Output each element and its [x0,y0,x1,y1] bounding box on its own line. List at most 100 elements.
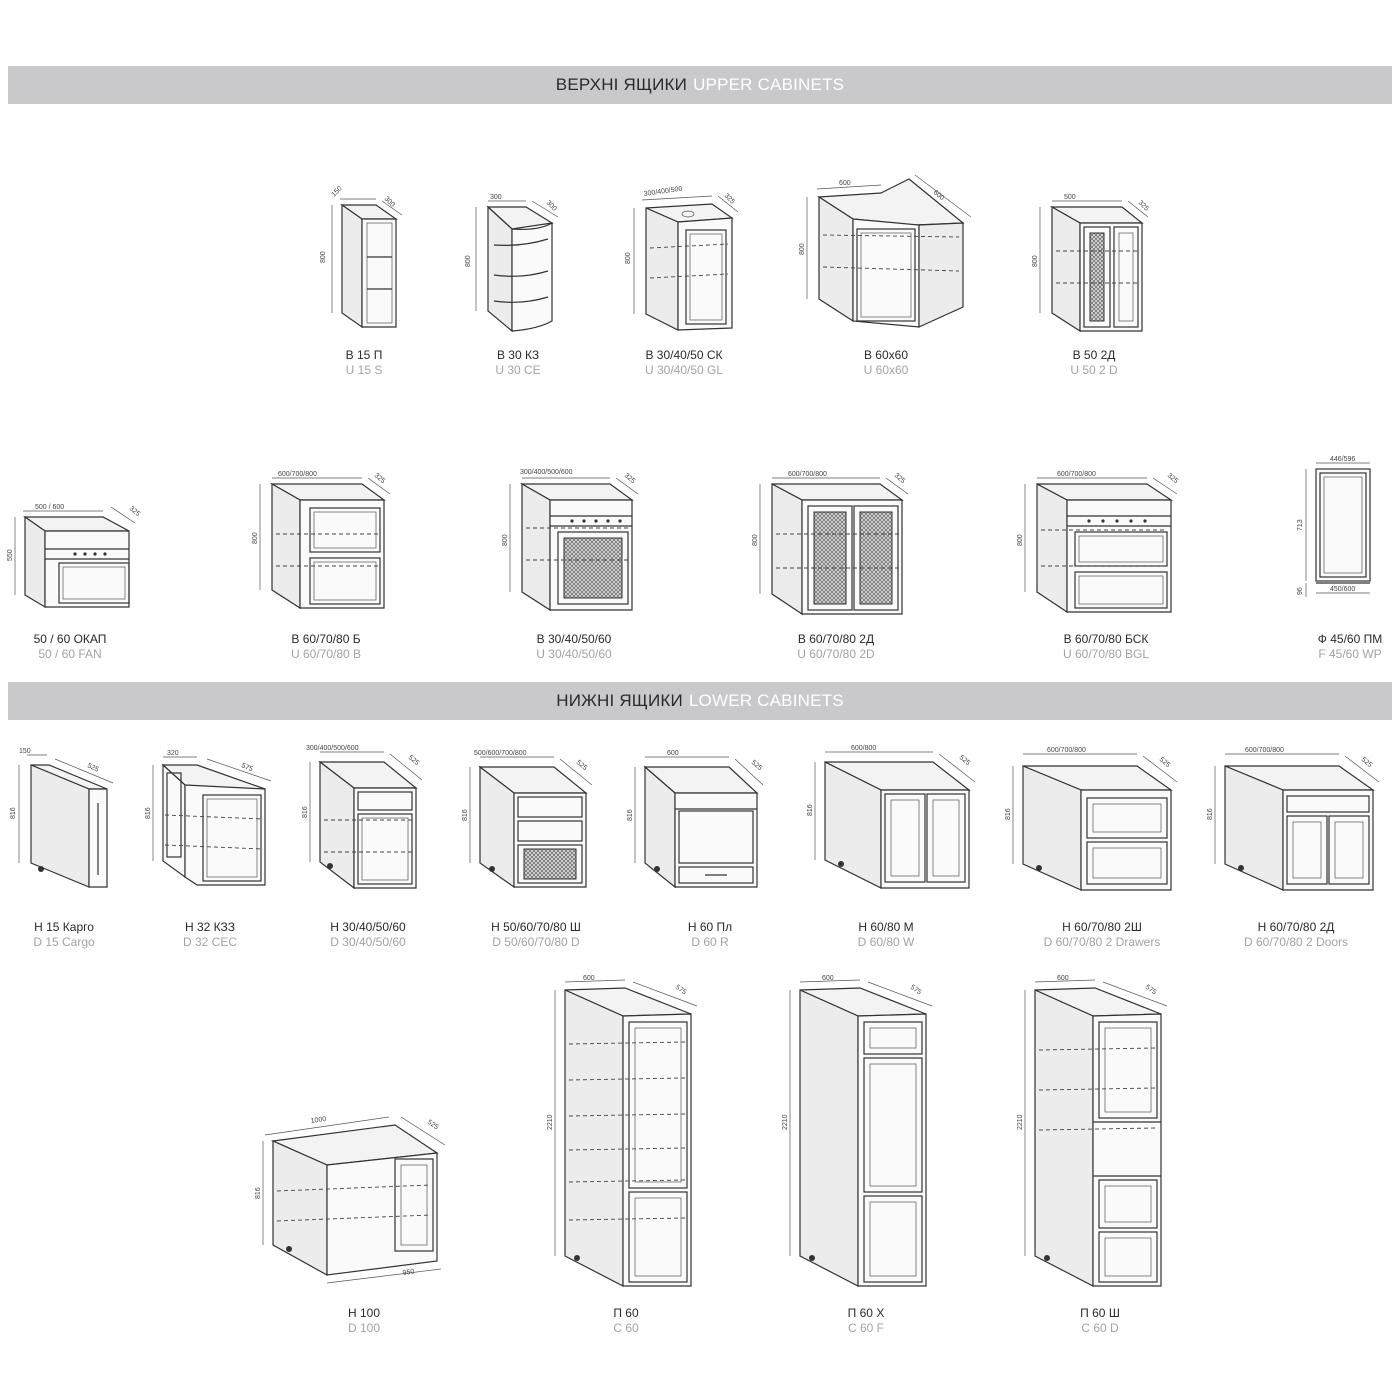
cabinet-u607080bgl-drawing: 800 600/700/800 325 [1017,471,1180,614]
d6070802drawers-dim-w: 600/700/800 [1047,747,1086,754]
caption-c60f: П 60 Х C 60 F [847,1306,885,1335]
caption-d60r: Н 60 Пл D 60 R [687,920,733,949]
u607080bgl-dim-h: 800 [1017,534,1024,546]
d30405060-dim-w: 300/400/500/600 [306,745,359,752]
cabinet-u502d-drawing: 800 500 325 [1032,194,1150,333]
upper-cabinets-header: ВЕРХНІ ЯЩИКИ UPPER CABINETS [8,66,1392,104]
u30ce-dim-w: 300 [490,194,502,201]
u15s-dim-h: 800 [320,251,327,263]
panel-f4560wp-drawing: 713 96 446/596 450/600 [1297,456,1371,597]
cabinet-u60x60-drawing: 800 600 600 [799,174,972,328]
cabinet-d30405060-drawing: 816 300/400/500/600 525 [302,745,423,890]
u6070802d-dim-w: 600/700/800 [788,471,827,478]
caption-d6080w: Н 60/80 М D 60/80 W [857,920,915,949]
c60d-dim-h: 2210 [1017,1114,1024,1130]
cabinet-u607080b-drawing: 800 600/700/800 325 [252,471,391,610]
d50607080d-dim-d: 525 [575,759,589,772]
d50607080d-dim-w: 500/600/700/800 [474,750,527,757]
caption-d32cec: Н 32 КЗЗ D 32 CEC [182,920,238,949]
cabinet-d6080w-drawing: 816 600/800 525 [807,745,976,889]
d6080w-dim-w: 600/800 [851,745,876,752]
u607080bgl-dim-d: 325 [1166,472,1180,485]
fan-dim-d: 325 [128,505,142,518]
cabinet-u30405060-drawing: 800 300/400/500/600 325 [502,469,639,612]
cabinet-c60f-drawing: 2210 600 575 [782,975,933,1287]
cabinet-d32cec-drawing: 816 320 575 [145,750,272,886]
u304050gl-dim-h: 800 [625,252,632,264]
d100-dim-front: 950 [402,1268,415,1277]
d6080w-dim-h: 816 [807,804,814,816]
cabinet-c60d-drawing: 2210 600 575 [1017,975,1168,1287]
caption-d100: Н 100 D 100 [347,1306,381,1335]
d15cargo-dim-w: 150 [19,748,31,755]
d6070802doors-dim-h: 816 [1207,808,1214,820]
u30ce-dim-h: 800 [465,255,472,267]
caption-u607080bgl: В 60/70/80 БСК U 60/70/80 BGL [1062,632,1150,661]
d60r-dim-h: 816 [627,809,634,821]
f4560wp-dim-w: 446/596 [1330,456,1355,463]
c60d-dim-w: 600 [1057,975,1069,982]
u15s-dim-w: 150 [330,185,343,198]
caption-u60x60: В 60х60 U 60x60 [863,348,909,377]
d6070802doors-dim-d: 525 [1360,756,1374,769]
caption-u6070802d: В 60/70/80 2Д U 60/70/80 2D [797,632,875,661]
d100-dim-d: 525 [426,1119,440,1131]
fan-dim-h: 550 [7,549,14,561]
d100-dim-h: 816 [255,1187,262,1199]
u502d-dim-h: 800 [1032,255,1039,267]
c60-dim-d: 575 [674,984,688,996]
caption-d6070802drawers: Н 60/70/80 2Ш D 60/70/80 2 Drawers [1043,920,1161,949]
caption-d6070802doors: Н 60/70/80 2Д D 60/70/80 2 Doors [1243,920,1349,949]
d32cec-dim-h: 816 [145,807,152,819]
u304050gl-dim-d: 325 [723,192,736,205]
f4560wp-dim-h: 713 [1297,519,1304,531]
d15cargo-dim-d: 525 [86,762,100,773]
u607080b-dim-w: 600/700/800 [278,471,317,478]
d32cec-dim-d: 575 [240,762,254,773]
caption-u15s: В 15 П U 15 S [345,348,383,377]
cabinet-d6070802doors-drawing: 816 600/700/800 525 [1207,747,1380,891]
caption-u607080b: В 60/70/80 Б U 60/70/80 B [290,632,362,661]
upper-header-en: UPPER CABINETS [693,75,845,94]
u502d-dim-w: 500 [1064,194,1076,201]
u6070802d-dim-h: 800 [752,534,759,546]
u607080b-dim-h: 800 [252,532,259,544]
cabinet-d60r-drawing: 816 600 525 [627,750,764,889]
u607080bgl-dim-w: 600/700/800 [1057,471,1096,478]
cabinet-u304050gl-drawing: 800 300/400/500 325 [625,186,739,331]
f4560wp-dim-plinth: 96 [1297,587,1304,595]
caption-f4560wp: Ф 45/60 ПМ F 45/60 WP [1317,632,1383,661]
u6070802d-dim-d: 325 [893,472,907,485]
c60f-dim-h: 2210 [782,1114,789,1130]
lower-header-en: LOWER CABINETS [688,691,844,710]
caption-u30405060: В 30/40/50/60 U 30/40/50/60 [536,632,612,661]
caption-d15cargo: Н 15 Карго D 15 Cargo [33,920,95,949]
c60f-dim-d: 575 [909,984,923,996]
cabinet-d50607080d-drawing: 816 500/600/700/800 525 [462,750,593,889]
caption-c60d: П 60 Ш C 60 D [1080,1306,1120,1335]
cabinet-d15cargo-drawing: 816 150 525 [10,748,114,888]
u30405060-dim-h: 800 [502,534,509,546]
c60d-dim-d: 575 [1144,984,1158,996]
upper-header-ua: ВЕРХНІ ЯЩИКИ [555,75,688,94]
u30405060-dim-d: 325 [623,472,637,485]
caption-u304050gl: В 30/40/50 СК U 30/40/50 GL [644,348,724,377]
cabinet-d100-drawing: 816 1000 525 950 [255,1116,446,1284]
d32cec-dim-w: 320 [167,750,179,757]
d6070802drawers-dim-h: 816 [1005,808,1012,820]
u502d-dim-d: 325 [1137,199,1150,212]
lower-header-ua: НИЖНІ ЯЩИКИ [556,691,683,710]
d60r-dim-d: 525 [750,759,764,772]
d6070802doors-dim-w: 600/700/800 [1245,747,1284,754]
f4560wp-dim-w2: 450/600 [1330,586,1355,593]
d50607080d-dim-h: 816 [462,809,469,821]
d30405060-dim-d: 525 [407,754,421,767]
c60-dim-w: 600 [583,975,595,982]
c60-dim-h: 2210 [547,1114,554,1130]
lower-cabinets-header: НИЖНІ ЯЩИКИ LOWER CABINETS [8,682,1392,720]
cabinet-c60-drawing: 2210 600 575 [547,975,698,1287]
u30ce-dim-d: 300 [545,199,558,212]
caption-u30ce: В 30 КЗ U 30 CE [495,348,541,377]
caption-fan: 50 / 60 ОКАП 50 / 60 FAN [33,632,107,661]
u60x60-dim-w: 600 [839,180,851,187]
